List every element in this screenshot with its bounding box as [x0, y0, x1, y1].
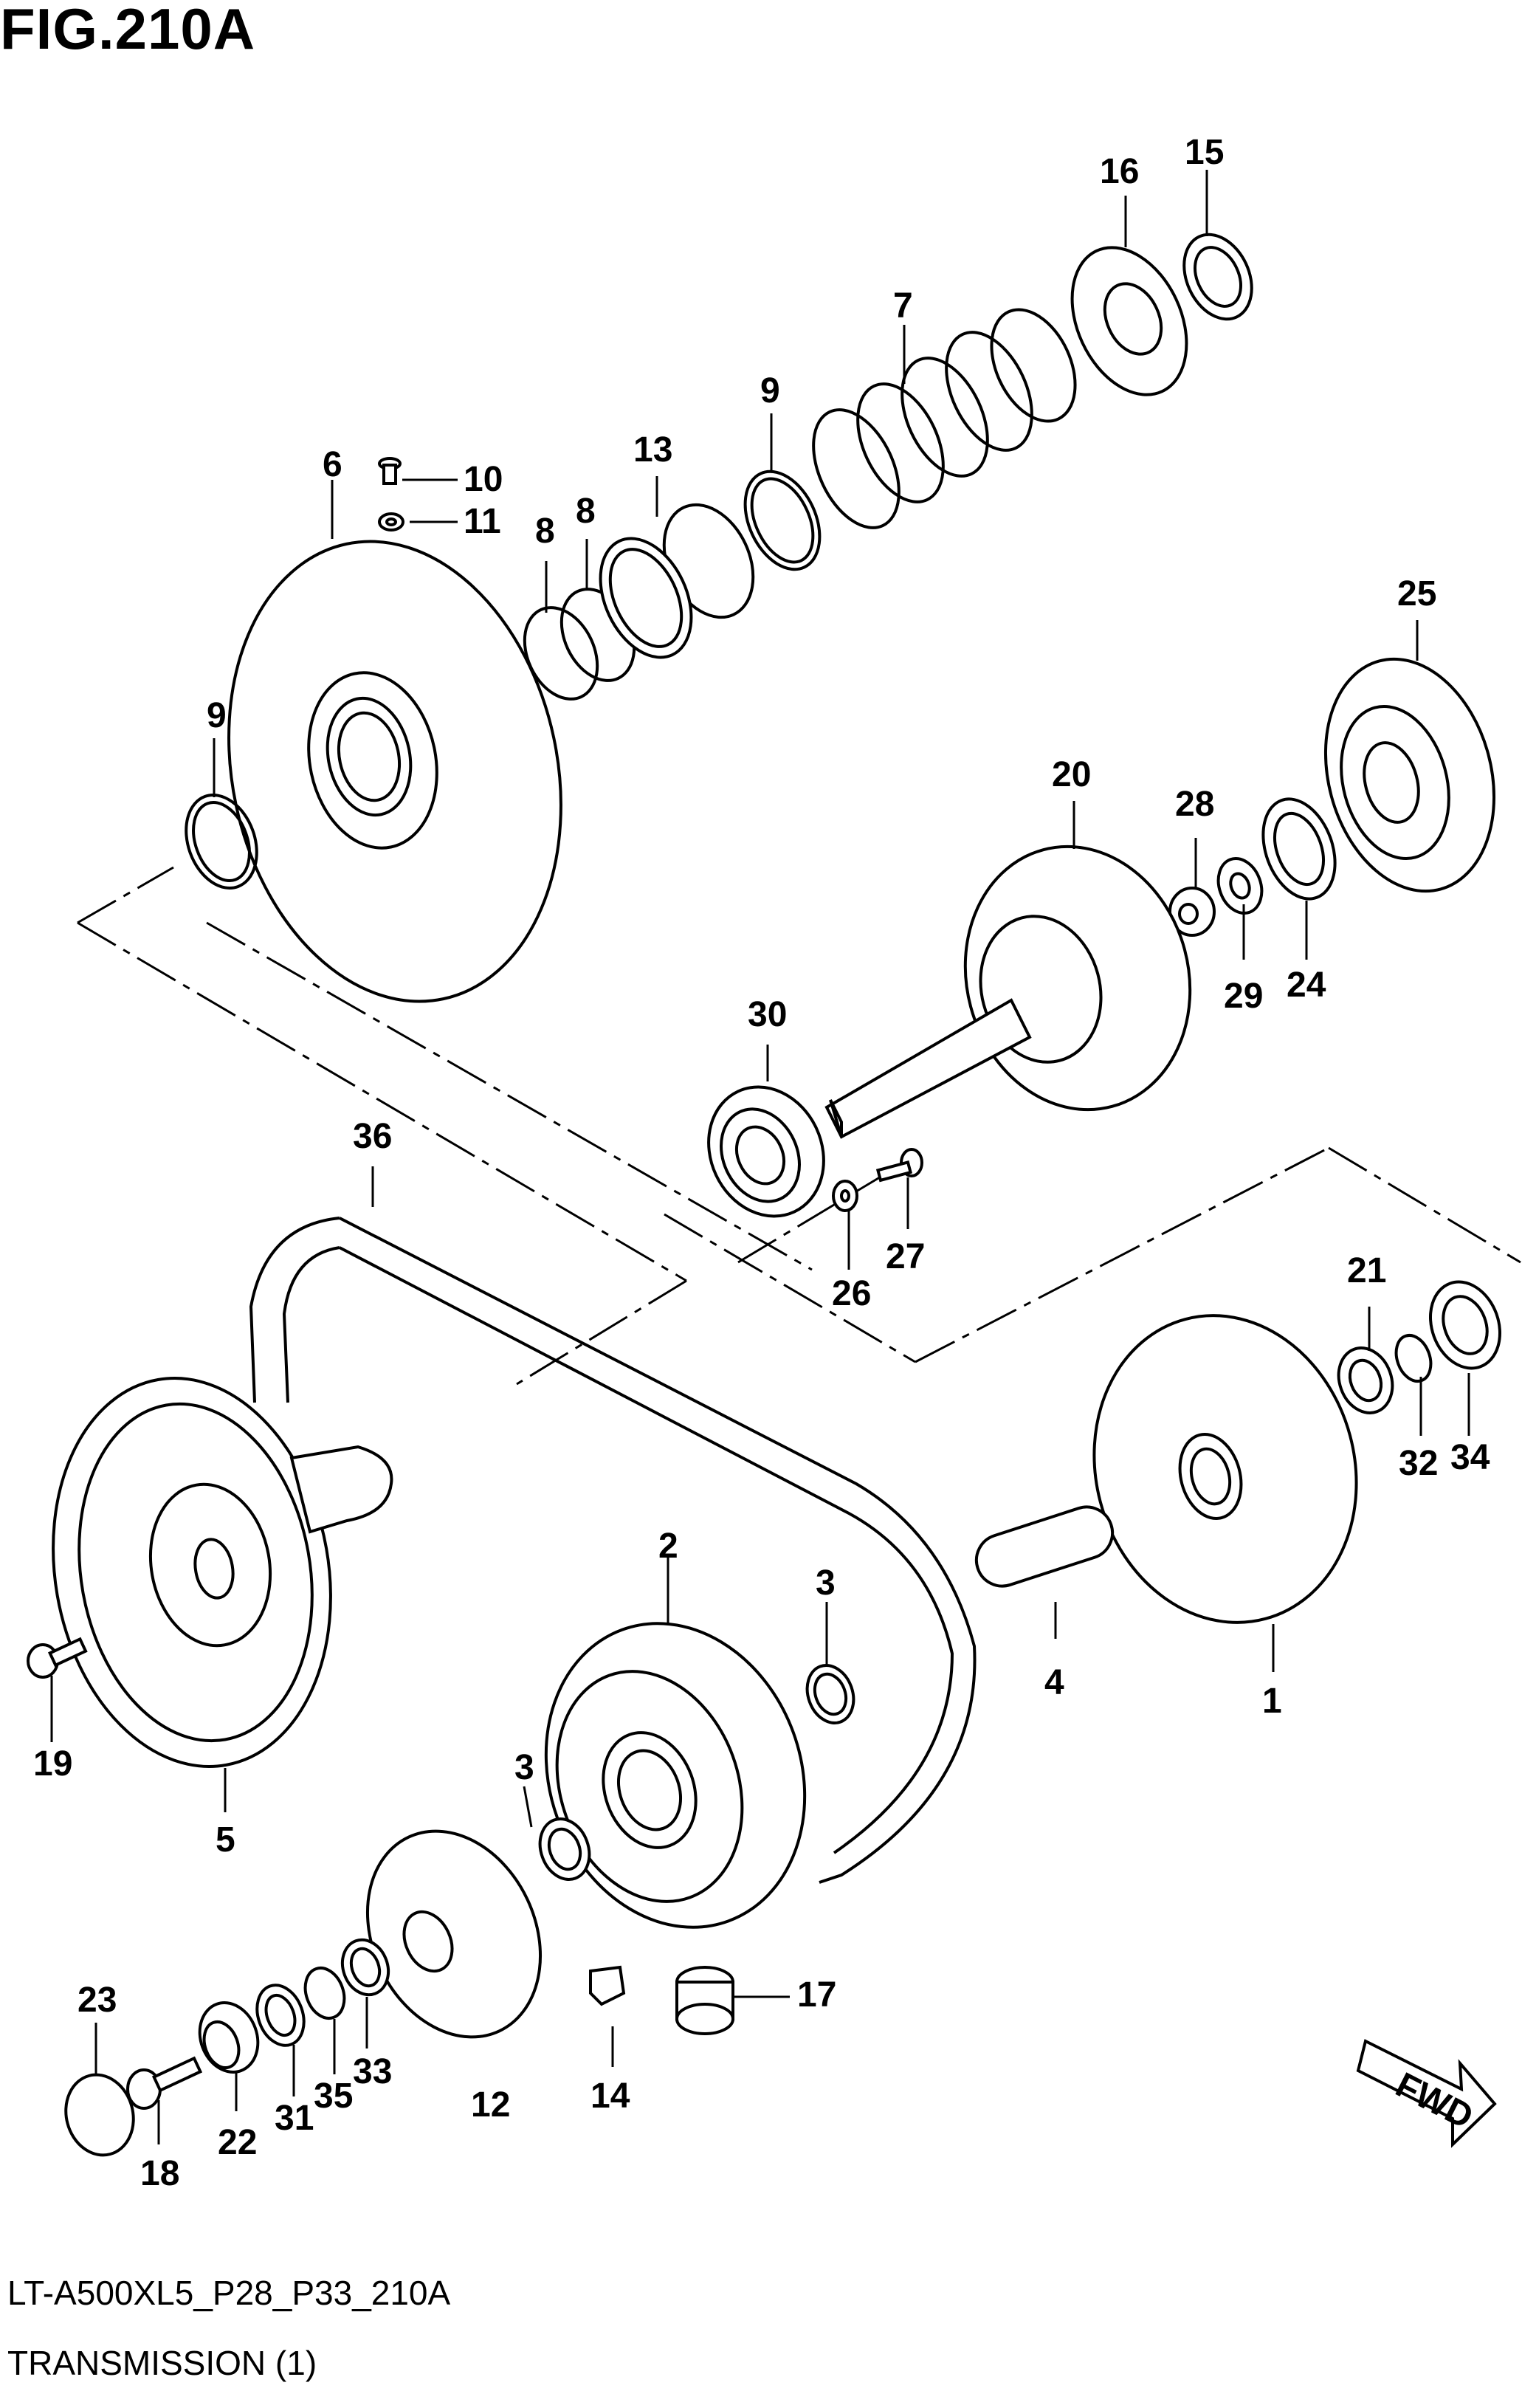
callout-3-left: 3	[514, 1748, 534, 1787]
callout-12: 12	[471, 2085, 510, 2125]
callout-4: 4	[1044, 1663, 1064, 1702]
part-26-washer	[832, 1180, 858, 1212]
callout-35: 35	[314, 2077, 353, 2116]
callout-25: 25	[1397, 574, 1436, 613]
part-9-oring-left	[185, 794, 258, 890]
part-32-oring	[1394, 1334, 1433, 1383]
part-29-washer	[1216, 857, 1264, 915]
callout-13: 13	[633, 430, 672, 469]
callout-27: 27	[886, 1237, 925, 1276]
part-3-roller-left	[538, 1817, 591, 1881]
part-13-sleeve	[599, 503, 755, 659]
part-11-washer	[378, 512, 404, 532]
part-36-belt	[249, 1217, 977, 1884]
callout-8-left: 8	[535, 512, 555, 551]
part-12-cam-plate	[365, 1829, 543, 2039]
part-27-screw	[875, 1148, 923, 1183]
callout-1: 1	[1262, 1682, 1282, 1721]
part-17-collar	[675, 1966, 734, 2035]
callout-23: 23	[78, 1981, 117, 2020]
callout-9-left: 9	[207, 696, 227, 735]
callout-36: 36	[353, 1117, 392, 1156]
part-16-spring-seat	[1070, 246, 1188, 396]
part-33-seal	[340, 1938, 390, 1997]
part-34-seal	[1428, 1280, 1502, 1370]
part-1-fixed-drive-face	[1092, 1314, 1358, 1624]
part-25-clutch	[1323, 657, 1496, 893]
callout-3-right: 3	[816, 1564, 836, 1603]
callout-28: 28	[1175, 785, 1214, 824]
callout-10: 10	[464, 460, 503, 499]
callout-24: 24	[1287, 966, 1326, 1005]
part-10-pin	[378, 457, 402, 485]
callout-2: 2	[658, 1527, 678, 1566]
part-21-bearing	[1337, 1346, 1394, 1414]
part-14-slide-piece	[589, 1965, 626, 2006]
callout-5: 5	[216, 1820, 235, 1860]
part-24-bearing	[1261, 797, 1337, 901]
callout-15: 15	[1185, 133, 1224, 172]
callout-20: 20	[1052, 755, 1091, 794]
callout-9-upper: 9	[760, 371, 780, 410]
part-23-cap	[64, 2073, 135, 2157]
section-title: TRANSMISSION (1)	[7, 2344, 317, 2382]
callout-17: 17	[797, 1975, 836, 2015]
part-20-clutch-housing	[824, 844, 1192, 1139]
callout-8-right: 8	[576, 492, 596, 531]
callout-18: 18	[140, 2154, 179, 2193]
callout-16: 16	[1100, 152, 1139, 191]
assembly-guide-lines	[77, 866, 1521, 1386]
callout-6: 6	[323, 445, 342, 484]
callout-26: 26	[832, 1274, 871, 1313]
callout-21: 21	[1347, 1251, 1386, 1290]
callout-11: 11	[464, 502, 501, 541]
part-31-bearing	[255, 1984, 306, 2047]
figure-title: FIG.210A	[0, 0, 256, 61]
part-7-spring	[812, 308, 1077, 529]
part-5-driven-face	[52, 1377, 393, 1768]
callout-34: 34	[1450, 1438, 1490, 1477]
part-9-oring-upper	[743, 469, 822, 571]
callout-7: 7	[893, 286, 913, 326]
callout-22: 22	[218, 2123, 257, 2162]
leader-lines	[50, 170, 1470, 2144]
part-6-drive-face	[227, 540, 562, 1003]
callout-32: 32	[1399, 1444, 1438, 1483]
part-22-bushing	[198, 2001, 260, 2074]
part-2-drive-plate	[544, 1622, 807, 1929]
part-3-roller-right	[805, 1664, 855, 1724]
callout-numbers: 1 2 3 3 4 5 6 7 8 8 9 9 10 11 12 13 14 1…	[33, 133, 1490, 2193]
part-30-bearing	[707, 1085, 825, 1218]
callout-33: 33	[353, 2052, 392, 2091]
part-19-bolt	[27, 1637, 88, 1679]
callout-14: 14	[590, 2077, 630, 2116]
part-35-oring	[303, 1967, 346, 2020]
callout-19: 19	[33, 1744, 72, 1783]
part-4-spacer	[974, 1505, 1115, 1588]
callout-30: 30	[748, 995, 787, 1034]
callout-31: 31	[275, 2099, 314, 2138]
part-15-nut	[1182, 233, 1253, 321]
model-code: LT-A500XL5_P28_P33_210A	[7, 2274, 451, 2312]
callout-29: 29	[1224, 977, 1263, 1016]
fwd-arrow: FWD	[1356, 2039, 1497, 2148]
part-18-bolt	[126, 2056, 203, 2110]
